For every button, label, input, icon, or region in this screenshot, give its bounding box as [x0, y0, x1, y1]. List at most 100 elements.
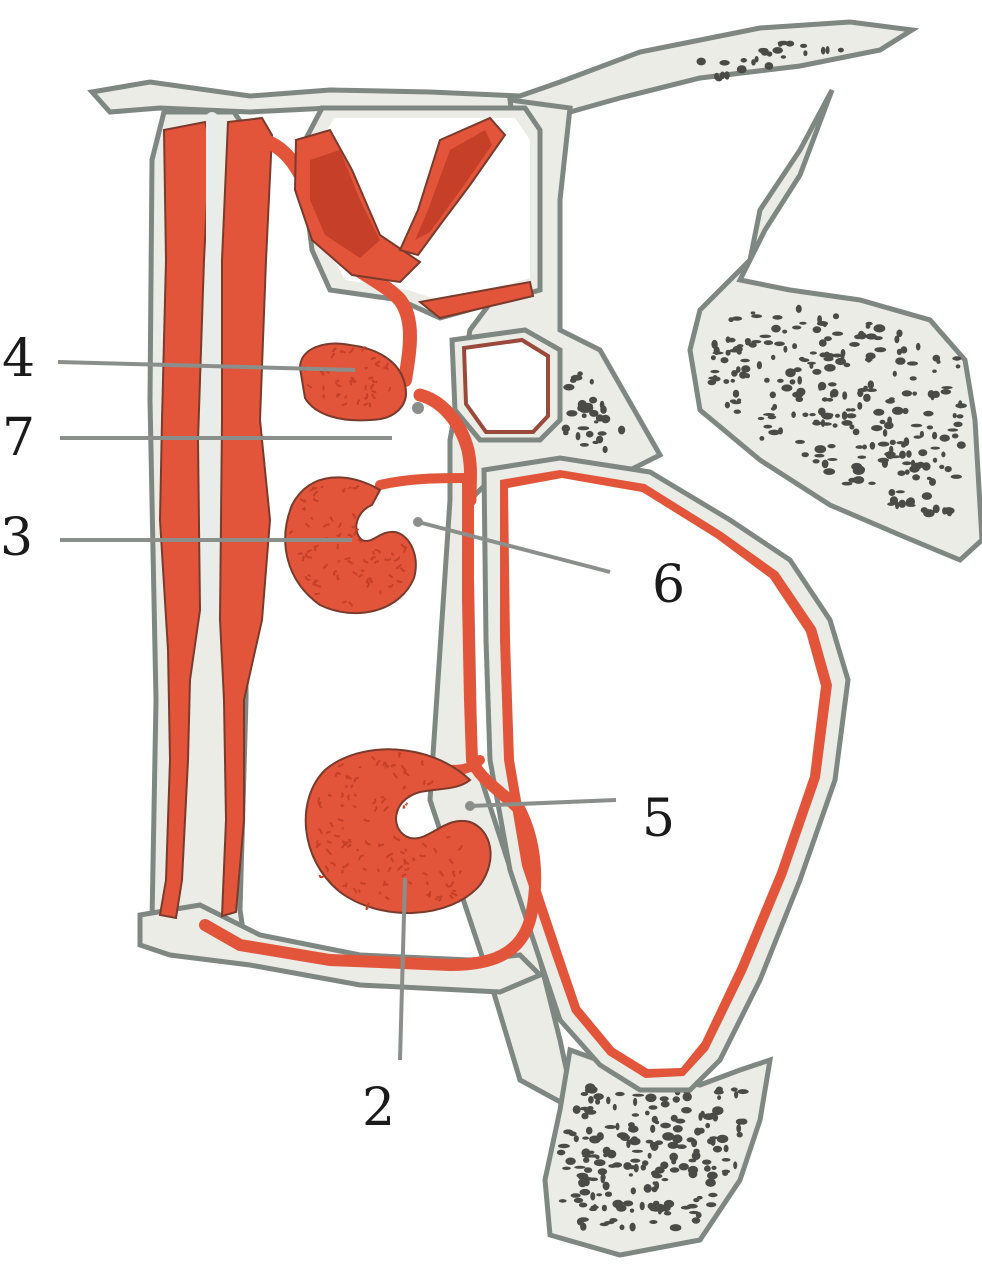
trabecula-dot	[778, 42, 783, 47]
trabecula-dot	[771, 407, 776, 411]
trabecula-dot	[894, 336, 899, 344]
trabecula-dot	[783, 346, 787, 353]
trabecula-dot	[907, 361, 918, 365]
trabecula-dot	[933, 505, 940, 514]
trabecula-dot	[589, 1154, 599, 1157]
trabecula-dot	[898, 500, 906, 508]
trabecula-dot	[558, 1144, 570, 1148]
trabecula-dot	[887, 502, 895, 506]
trabecula-dot	[857, 456, 866, 459]
trabecula-dot	[815, 445, 827, 453]
trabecula-dot	[741, 365, 750, 372]
trabecula-dot	[912, 392, 917, 396]
trabecula-dot	[595, 1099, 600, 1105]
trabecula-dot	[733, 390, 739, 398]
trabecula-dot	[889, 397, 895, 400]
trabecula-dot	[633, 1098, 637, 1106]
mucosa-fold	[424, 780, 425, 785]
trabecula-dot	[668, 1142, 679, 1149]
trabecula-dot	[662, 1178, 669, 1181]
trabecula-dot	[589, 1208, 597, 1211]
mucosa-fold	[380, 591, 381, 595]
trabecula-dot	[620, 1225, 625, 1231]
trabecula-dot	[737, 1089, 748, 1094]
trabecula-dot	[580, 1223, 586, 1231]
trabecula-dot	[759, 335, 771, 338]
trabecula-dot	[661, 1101, 670, 1108]
trabecula-dot	[812, 369, 821, 375]
trabecula-dot	[813, 326, 822, 333]
trabecula-dot	[956, 364, 961, 368]
trabecula-dot	[800, 358, 809, 362]
trabecula-dot	[899, 451, 906, 459]
septal-cartilage	[208, 118, 212, 610]
trabecula-dot	[601, 415, 611, 424]
trabecula-dot	[630, 1223, 636, 1232]
trabecula-dot	[745, 341, 751, 346]
trabecula-dot	[710, 1136, 718, 1139]
trabecula-dot	[838, 48, 844, 53]
trabecula-dot	[688, 1159, 696, 1163]
trabecula-dot	[797, 376, 802, 385]
trabecula-dot	[906, 450, 912, 457]
trabecula-dot	[763, 413, 775, 416]
trabecula-dot	[814, 454, 824, 458]
trabecula-dot	[866, 333, 877, 339]
trabecula-dot	[630, 1209, 634, 1213]
trabecula-dot	[842, 391, 847, 399]
mucosa-fold	[399, 582, 402, 583]
trabecula-dot	[904, 437, 910, 446]
mucosa-fold	[378, 869, 379, 873]
trabecula-dot	[897, 349, 902, 355]
trabecula-dot	[941, 386, 952, 389]
trabecula-dot	[704, 1166, 711, 1172]
trabecula-dot	[592, 441, 598, 444]
trabecula-dot	[589, 410, 598, 417]
trabecula-dot	[603, 1153, 608, 1157]
trabecula-dot	[841, 349, 846, 357]
trabecula-dot	[713, 1146, 722, 1153]
trabecula-dot	[656, 1204, 665, 1213]
trabecula-dot	[874, 347, 886, 352]
trabecula-dot	[874, 324, 886, 332]
trabecula-dot	[578, 426, 590, 430]
trabecula-dot	[600, 401, 605, 409]
trabecula-dot	[889, 446, 893, 454]
trabecula-dot	[821, 47, 826, 55]
mucosa-fold	[353, 488, 357, 489]
trabecula-dot	[563, 384, 574, 391]
trabecula-dot	[632, 1150, 643, 1153]
mucosa-fold	[365, 368, 367, 369]
trabecula-dot	[824, 364, 836, 372]
lower-ethmoid-cell	[464, 340, 548, 432]
trabecula-dot	[697, 1196, 703, 1200]
trabecula-dot	[763, 425, 772, 429]
trabecula-dot	[918, 449, 927, 456]
trabecula-dot	[577, 371, 583, 376]
trabecula-dot	[853, 476, 864, 484]
trabecula-dot	[878, 442, 890, 447]
trabecula-dot	[603, 446, 608, 453]
trabecula-dot	[781, 55, 786, 58]
trabecula-dot	[714, 1090, 724, 1095]
trabecula-dot	[559, 1199, 567, 1203]
trabecula-dot	[736, 1124, 741, 1133]
trabecula-dot	[751, 314, 762, 318]
trabecula-dot	[824, 352, 830, 358]
trabecula-dot	[795, 440, 805, 444]
trabecula-dot	[594, 1159, 606, 1166]
trabecula-dot	[810, 351, 817, 354]
trabecula-dot	[884, 422, 894, 430]
trabecula-dot	[802, 452, 809, 457]
trabecula-dot	[957, 441, 966, 448]
trabecula-dot	[842, 411, 848, 420]
trabecula-dot	[927, 425, 933, 429]
trabecula-dot	[952, 356, 961, 360]
trabecula-dot	[758, 48, 767, 53]
mucosa-fold	[385, 559, 391, 560]
trabecula-dot	[569, 1131, 577, 1136]
trabecula-dot	[922, 462, 931, 470]
trabecula-dot	[711, 355, 716, 360]
trabecula-dot	[707, 1172, 718, 1180]
